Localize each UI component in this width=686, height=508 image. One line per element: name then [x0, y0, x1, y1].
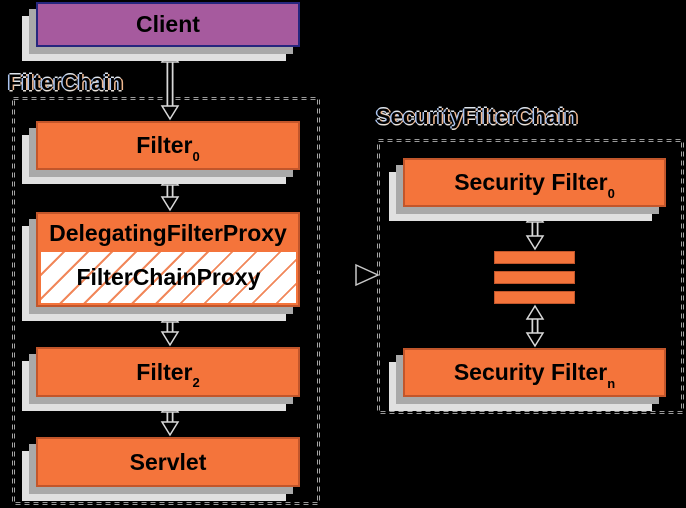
delegating-filter-proxy-label: DelegatingFilterProxy: [49, 220, 287, 246]
filter0-label: Filter0: [136, 132, 200, 164]
filter0-subscript: 0: [192, 148, 200, 164]
client-label: Client: [136, 11, 200, 37]
double-arrow-dfp-filter2-icon: [160, 307, 180, 347]
security-filtern-label: Security Filtern: [453, 359, 616, 391]
filter2-box: Filter2: [36, 347, 300, 397]
double-arrow-bars-sfn-icon: [525, 304, 545, 348]
securityfilterchain-title: SecurityFilterChain: [376, 104, 578, 129]
ellipsis-bar: [494, 251, 575, 264]
security-filter0-box: Security Filter0: [403, 158, 666, 207]
double-arrow-filter0-dfp-icon: [160, 170, 180, 212]
security-filter0-label: Security Filter0: [454, 169, 615, 201]
filter0-box: Filter0: [36, 121, 300, 170]
filter-chain-proxy-label: FilterChainProxy: [76, 264, 261, 290]
filter2-label: Filter2: [136, 358, 200, 391]
double-arrow-sf0-bars-icon: [525, 207, 545, 251]
ellipsis-bars: [494, 251, 575, 304]
security-filter0-subscript: 0: [607, 185, 615, 201]
servlet-box: Servlet: [36, 437, 300, 487]
ellipsis-bar: [494, 271, 575, 284]
client-box: Client: [36, 2, 300, 47]
filter-chain-proxy-box: FilterChainProxy: [41, 252, 296, 303]
double-arrow-filter2-servlet-icon: [160, 397, 180, 437]
security-filtern-subscript: n: [607, 375, 616, 391]
double-arrow-client-filter0-icon: [160, 47, 180, 121]
filterchain-dashed-border: [12, 97, 320, 505]
security-filtern-box: Security Filtern: [403, 348, 666, 397]
delegation-arrowhead-icon: [302, 263, 380, 287]
filter2-subscript: 2: [192, 375, 200, 391]
ellipsis-bar: [494, 291, 575, 304]
servlet-label: Servlet: [129, 448, 207, 475]
filterchain-title: FilterChain: [8, 70, 123, 95]
